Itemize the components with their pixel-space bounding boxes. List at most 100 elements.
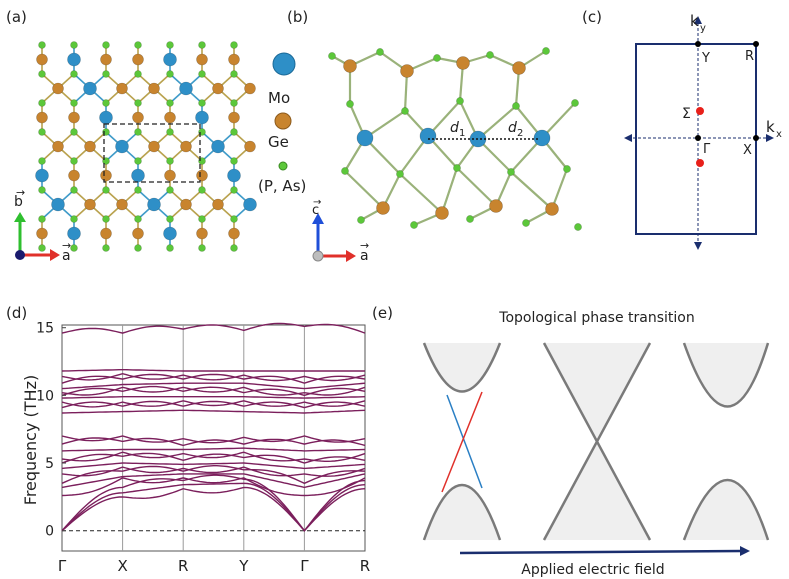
kx-subscript: x bbox=[776, 129, 782, 140]
pnictogen-atom bbox=[198, 215, 206, 223]
ge-atom bbox=[148, 140, 160, 153]
d2-subscript: 2 bbox=[517, 128, 523, 139]
bond bbox=[541, 102, 576, 139]
ge-atom bbox=[164, 111, 176, 124]
phonon-band bbox=[61, 466, 366, 477]
axis-triad-a: b → a → bbox=[14, 186, 71, 264]
ge-atom bbox=[52, 140, 64, 153]
pnictogen-atom bbox=[230, 186, 238, 194]
axis-label-c: c bbox=[312, 203, 319, 218]
phonon-band bbox=[61, 396, 366, 399]
pnictogen-atom bbox=[453, 164, 461, 172]
ge-atom bbox=[456, 56, 470, 70]
pnictogen-atom bbox=[38, 70, 46, 78]
bond bbox=[364, 110, 406, 139]
distance-labels: d 1 d 2 bbox=[428, 120, 540, 140]
bond bbox=[344, 170, 384, 209]
ky-label: k bbox=[690, 12, 699, 30]
pnictogen-atom bbox=[522, 219, 530, 227]
x-tick-label: X bbox=[117, 557, 127, 575]
d2-label: d bbox=[508, 120, 517, 136]
y-tick-label: 5 bbox=[45, 456, 54, 472]
species-legend: Mo Ge (P, As) bbox=[258, 52, 306, 195]
phase-transition-schematic: Topological phase transition Applied ele… bbox=[422, 310, 770, 578]
schematic-title: Topological phase transition bbox=[498, 310, 694, 326]
pnictogen-atom bbox=[230, 99, 238, 107]
ge-atom bbox=[84, 198, 96, 211]
pnictogen-atom bbox=[70, 128, 78, 136]
axis-label-a: a bbox=[62, 248, 71, 264]
mo-atom bbox=[163, 226, 177, 241]
ge-atom bbox=[196, 169, 208, 182]
mo-atom bbox=[99, 110, 113, 125]
pnictogen-atom bbox=[198, 186, 206, 194]
brillouin-zone: k y k x Y R Σ Γ X bbox=[624, 12, 782, 250]
ge-atom bbox=[180, 140, 192, 153]
pnictogen-atom bbox=[166, 128, 174, 136]
ge-atom bbox=[244, 140, 256, 153]
axis-label-a-b: a bbox=[360, 248, 369, 264]
ge-atom bbox=[164, 169, 176, 182]
pnictogen-atom bbox=[542, 47, 550, 55]
y-tick-label: 0 bbox=[45, 524, 54, 540]
svg-text:→: → bbox=[62, 239, 71, 252]
pnictogen-atom bbox=[198, 70, 206, 78]
crystal-structure-side-view bbox=[328, 47, 582, 231]
pnictogen-atom bbox=[102, 244, 110, 252]
pnictogen-atom bbox=[70, 157, 78, 165]
ge-atom bbox=[228, 111, 240, 124]
ge-atom bbox=[100, 227, 112, 240]
ge-atom bbox=[100, 53, 112, 66]
pnictogen-atom bbox=[571, 99, 579, 107]
pnictogen-atom bbox=[410, 221, 418, 229]
ge-atom bbox=[196, 227, 208, 240]
pnictogen-atom bbox=[512, 102, 520, 110]
mo-atom bbox=[163, 52, 177, 67]
pnictogen-atom bbox=[230, 70, 238, 78]
mo-atom bbox=[115, 139, 129, 154]
ge-atom bbox=[228, 227, 240, 240]
kx-label: k bbox=[766, 118, 775, 136]
pnictogen-atom bbox=[38, 215, 46, 223]
phonon-band bbox=[61, 400, 366, 408]
crystal-structure-top-view bbox=[35, 41, 257, 252]
mo-atom bbox=[131, 168, 145, 183]
legend-ge: Ge bbox=[268, 133, 289, 151]
mo-atom bbox=[195, 110, 209, 125]
phonon-band bbox=[61, 447, 366, 452]
pnictogen-atom bbox=[328, 52, 336, 60]
pnictogen-atom bbox=[230, 157, 238, 165]
mo-atom bbox=[35, 168, 49, 183]
x-tick-label: R bbox=[360, 557, 370, 575]
mo-atom bbox=[67, 226, 81, 241]
x-tick-label: R bbox=[178, 557, 188, 575]
ge-atom bbox=[68, 169, 80, 182]
mo-atom bbox=[356, 129, 374, 147]
panel-label-b: (b) bbox=[287, 8, 308, 26]
phonon-band bbox=[61, 322, 366, 334]
x-tick-label: Γ bbox=[300, 557, 309, 575]
mo-atom bbox=[51, 197, 65, 212]
phonon-band bbox=[61, 474, 366, 532]
ge-atom bbox=[512, 61, 526, 75]
pnictogen-atom bbox=[466, 215, 474, 223]
ge-atom bbox=[36, 227, 48, 240]
point-y: Y bbox=[701, 51, 710, 66]
legend-p-as: (P, As) bbox=[258, 177, 306, 195]
bond bbox=[399, 173, 443, 214]
mo-atom bbox=[179, 81, 193, 96]
x-tick-label: Y bbox=[238, 557, 249, 575]
ge-atom bbox=[116, 82, 128, 95]
pnictogen-atom bbox=[102, 70, 110, 78]
y-tick-label: 10 bbox=[36, 388, 54, 404]
d1-subscript: 1 bbox=[459, 128, 465, 139]
ky-subscript: y bbox=[700, 23, 706, 34]
ge-atom bbox=[100, 169, 112, 182]
mo-atom bbox=[147, 197, 161, 212]
mo-atom bbox=[83, 81, 97, 96]
pnictogen-atom bbox=[70, 215, 78, 223]
point-sigma: Σ bbox=[682, 106, 691, 122]
ge-atom bbox=[435, 206, 449, 220]
mo-atom bbox=[227, 168, 241, 183]
x-tick-label: Γ bbox=[58, 557, 67, 575]
